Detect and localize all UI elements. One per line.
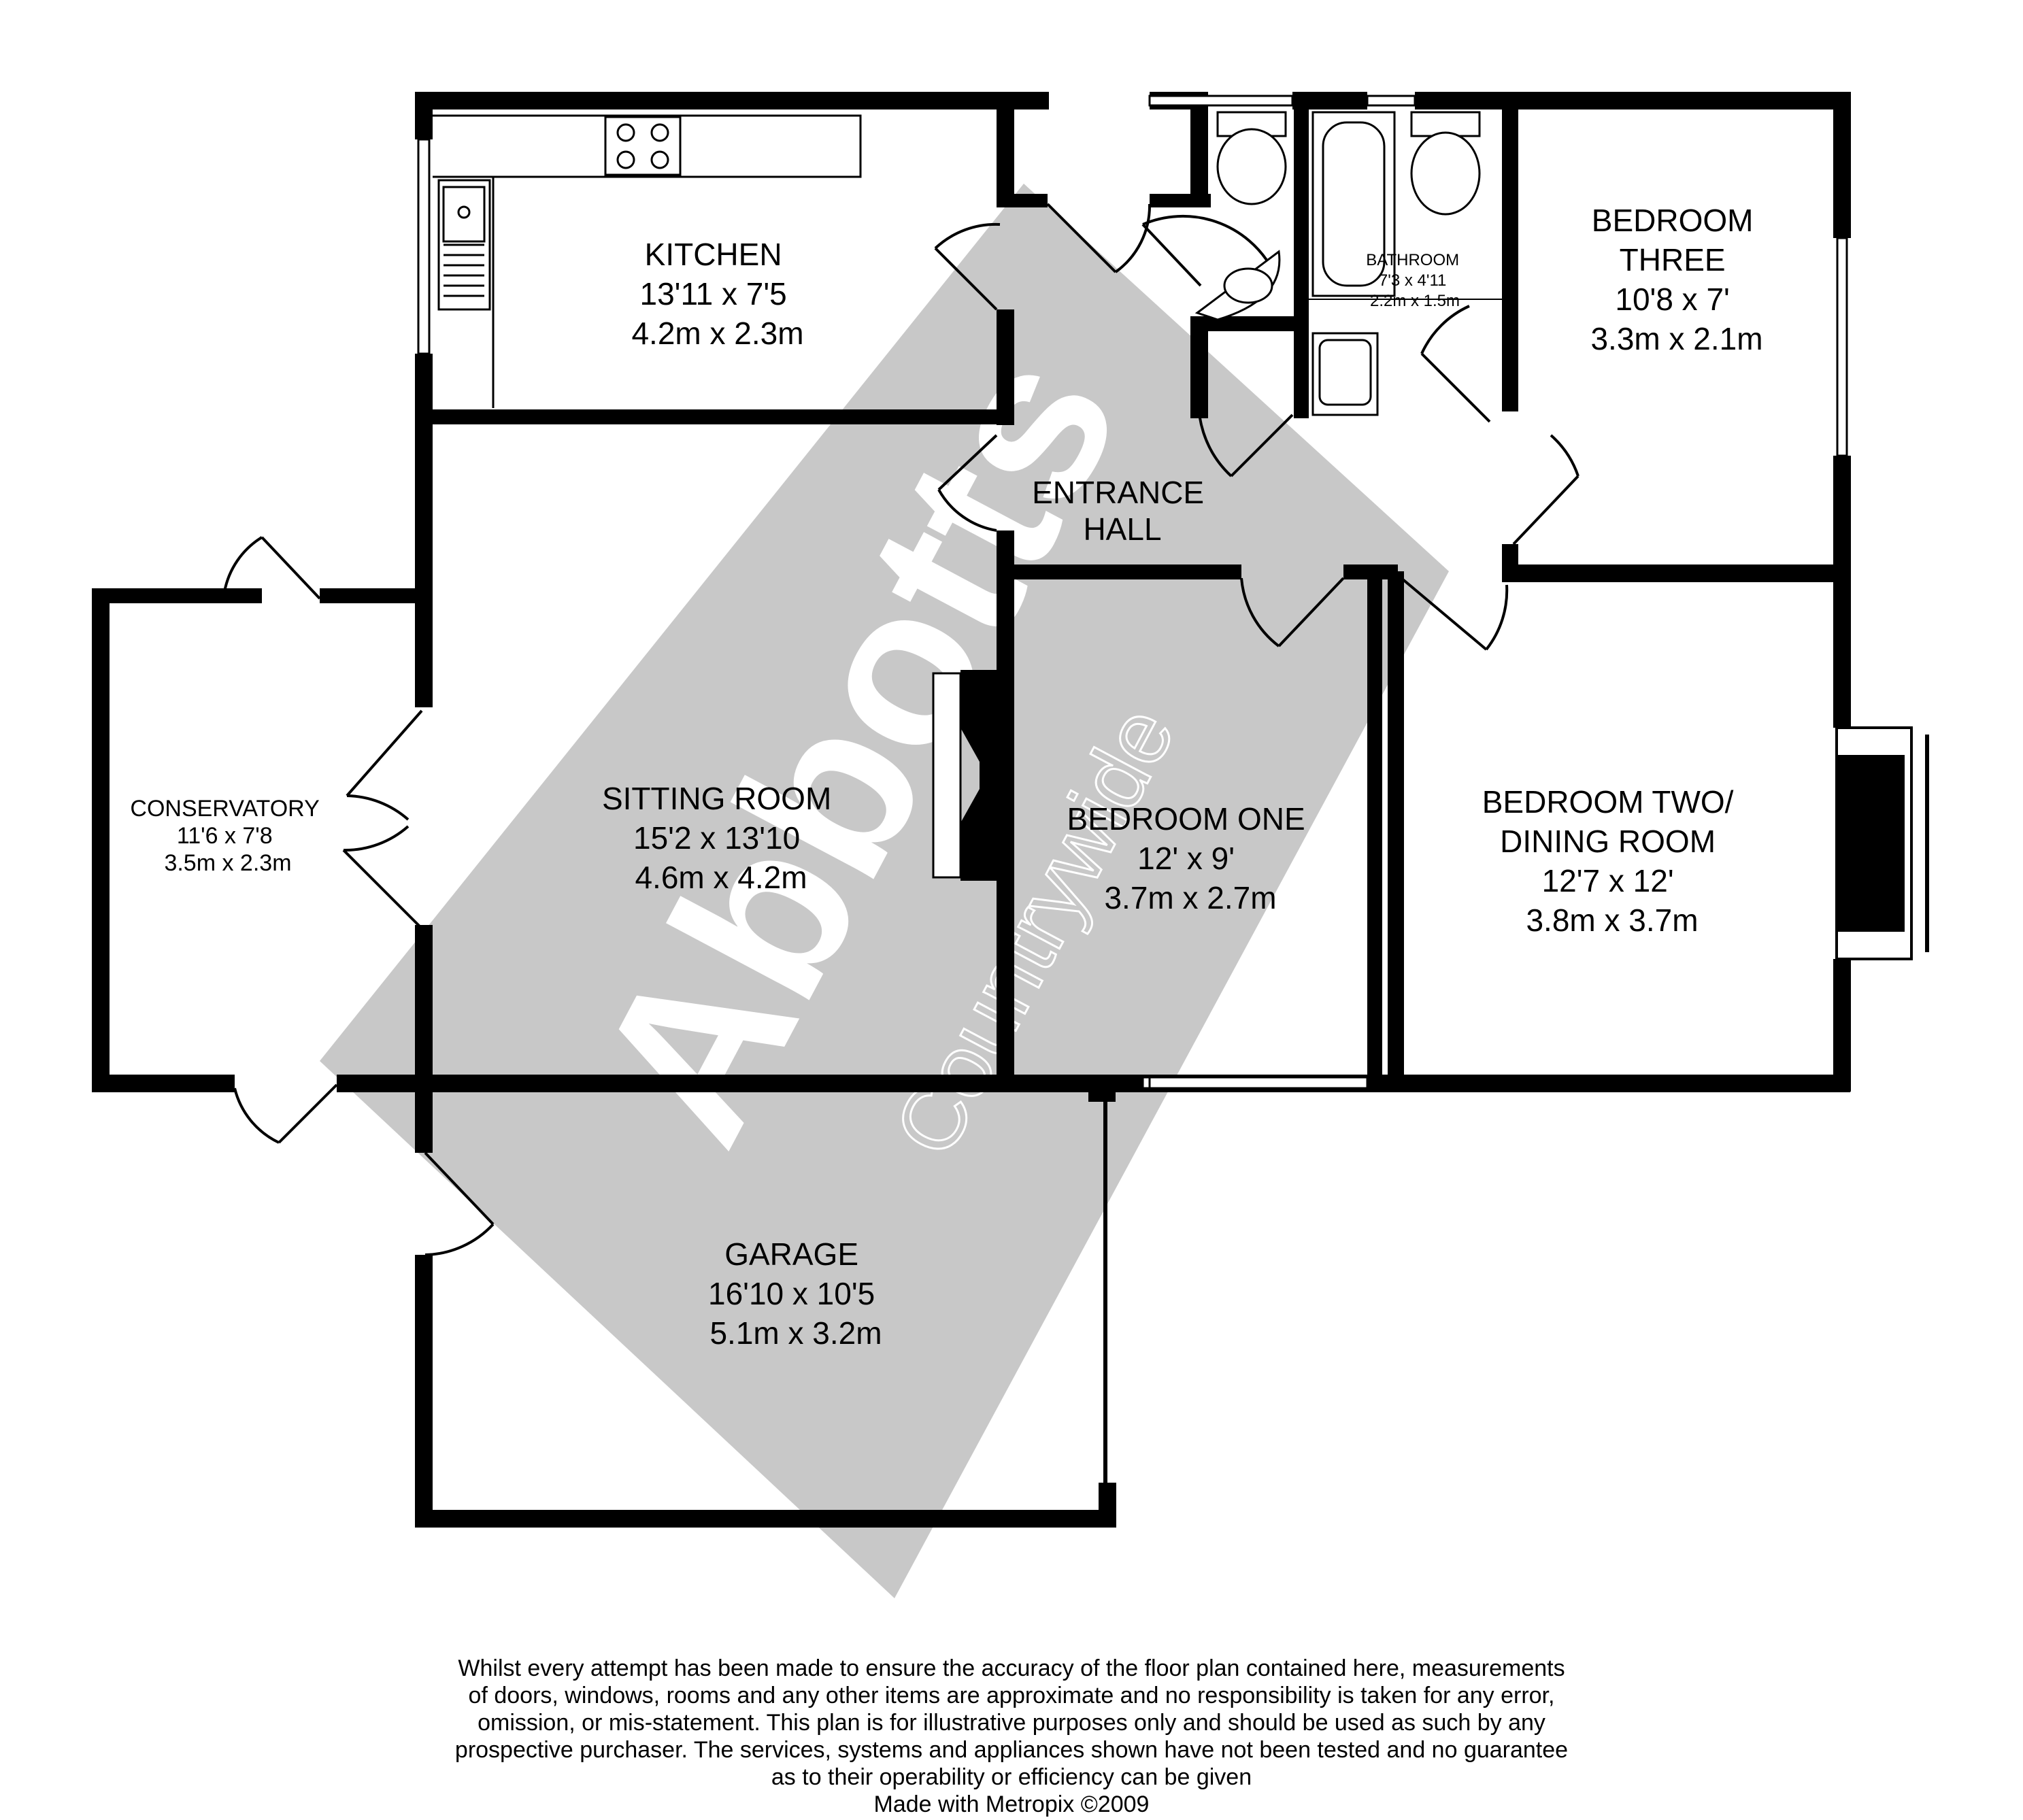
windows [1141, 95, 1416, 1090]
disclaimer: Whilst every attempt has been made to en… [331, 1655, 1692, 1818]
walls [92, 92, 1851, 1528]
disclaimer-line: omission, or mis-statement. This plan is… [478, 1710, 1545, 1736]
room-label-bedroom-one: BEDROOM ONE 12' x 9' 3.7m x 2.7m [1067, 801, 1314, 915]
disclaimer-line: prospective purchaser. The services, sys… [454, 1737, 1569, 1763]
kitchen-fittings [433, 114, 862, 408]
watermark-band [320, 184, 1449, 1598]
room-label-bedroom-two: BEDROOM TWO/ DINING ROOM 12'7 x 12' 3.8m… [1482, 784, 1743, 938]
room-label-sitting-room: SITTING ROOM 15'2 x 13'10 4.6m x 4.2m [602, 781, 840, 895]
room-label-garage: GARAGE 16'10 x 10'5 5.1m x 3.2m [708, 1236, 884, 1351]
room-label-entrance-hall: ENTRANCE HALL [1032, 475, 1213, 547]
bay-window [1835, 726, 1929, 960]
doors [223, 203, 1579, 1256]
disclaimer-line: as to their operability or efficiency ca… [771, 1764, 1252, 1790]
disclaimer-line: Whilst every attempt has been made to en… [458, 1655, 1565, 1681]
disclaimer-line: of doors, windows, rooms and any other i… [468, 1683, 1555, 1708]
room-label-bathroom: BATHROOM 7'3 x 4'11 2.2m x 1.5m [1366, 251, 1464, 310]
room-label-kitchen: KITCHEN 13'11 x 7'5 4.2m x 2.3m [631, 237, 803, 351]
fireplace [932, 670, 1000, 881]
metropix-credit: Made with Metropix ©2009 [873, 1791, 1150, 1817]
room-label-bedroom-three: BEDROOM THREE 10'8 x 7' 3.3m x 2.1m [1590, 203, 1762, 356]
bathroom-fittings [1194, 111, 1481, 416]
room-label-conservatory: CONSERVATORY 11'6 x 7'8 3.5m x 2.3m [130, 796, 325, 876]
